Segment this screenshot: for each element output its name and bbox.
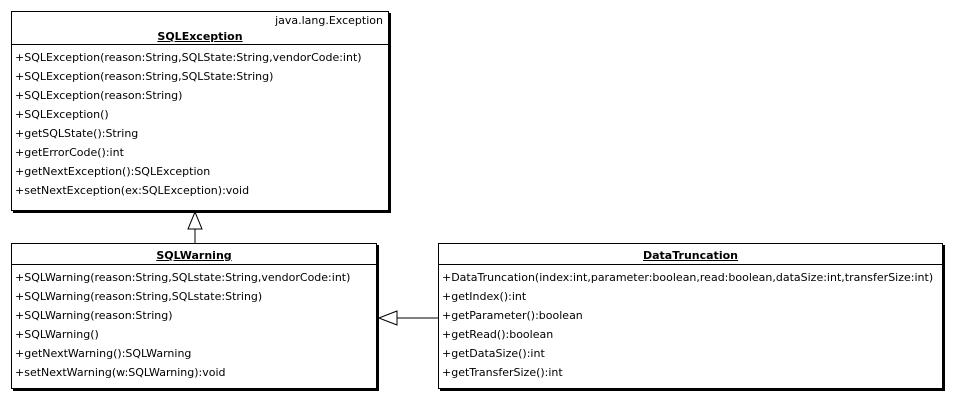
member-item: +SQLWarning() [15,328,99,341]
member-item: +getSQLState():String [15,127,139,140]
class-name: SQLException [12,12,388,45]
member-item: +setNextWarning(w:SQLWarning):void [15,366,226,379]
member-item: +getParameter():boolean [442,309,583,322]
class-name: SQLWarning [12,244,376,265]
member-list: +SQLException(reason:String,SQLState:Str… [12,45,388,200]
member-item: +SQLWarning(reason:String) [15,309,173,322]
member-item: +getIndex():int [442,290,527,303]
member-item: +SQLWarning(reason:String,SQLstate:Strin… [15,290,263,303]
member-list: +DataTruncation(index:int,parameter:bool… [439,265,942,382]
inheritance-arrowhead-icon [187,210,203,230]
member-item: +setNextException(ex:SQLException):void [15,184,250,197]
member-item: +SQLException(reason:String) [15,89,183,102]
generalization-sqlwarning-to-sqlexception [187,210,203,243]
generalization-datatruncation-to-sqlwarning [377,310,438,326]
member-item: +getTransferSize():int [442,366,563,379]
member-item: +getNextWarning():SQLWarning [15,347,192,360]
class-box-sqlwarning[interactable]: SQLWarning +SQLWarning(reason:String,SQL… [11,243,377,389]
member-item: +getErrorCode():int [15,146,124,159]
member-item: +getNextException():SQLException [15,165,211,178]
member-item: +SQLException() [15,108,109,121]
class-box-sqlexception[interactable]: java.lang.Exception SQLException +SQLExc… [11,11,389,211]
member-item: +SQLException(reason:String,SQLState:Str… [15,51,362,64]
member-item: +getRead():boolean [442,328,554,341]
member-item: +getDataSize():int [442,347,545,360]
member-list: +SQLWarning(reason:String,SQLstate:Strin… [12,265,376,382]
class-name: DataTruncation [439,244,942,265]
stereotype-label: java.lang.Exception [275,14,383,27]
member-item: +SQLException(reason:String,SQLState:Str… [15,70,274,83]
inheritance-arrowhead-icon [377,310,398,326]
member-item: +SQLWarning(reason:String,SQLstate:Strin… [15,271,351,284]
class-box-datatruncation[interactable]: DataTruncation +DataTruncation(index:int… [438,243,943,389]
member-item: +DataTruncation(index:int,parameter:bool… [442,271,934,284]
